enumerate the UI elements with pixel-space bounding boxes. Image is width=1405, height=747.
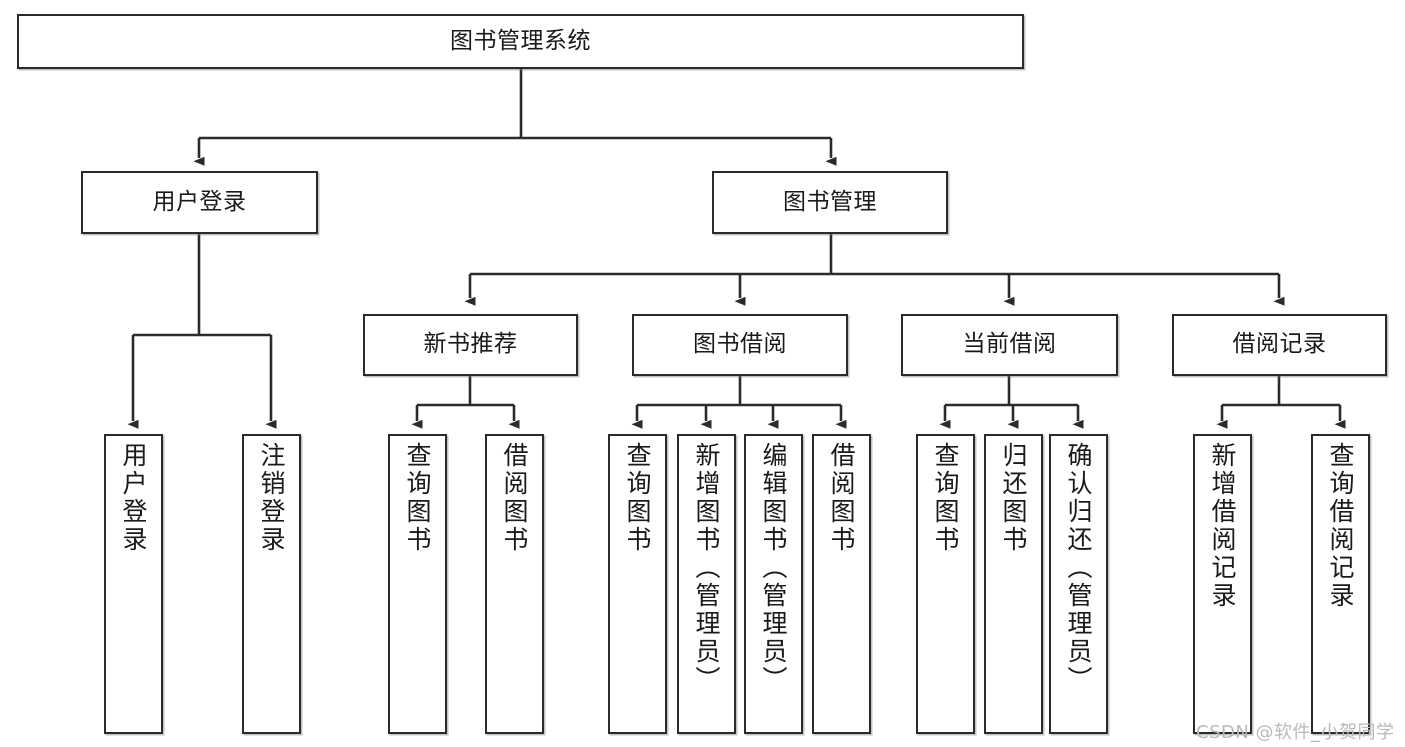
node-leaf-query-book-3[interactable]: 查询图书 [916, 434, 975, 734]
node-book-management[interactable]: 图书管理 [712, 171, 948, 234]
node-book-borrow[interactable]: 图书借阅 [632, 314, 848, 376]
node-leaf-query-record[interactable]: 查询借阅记录 [1311, 434, 1370, 734]
node-label: 编辑图书（管理员） [759, 442, 788, 694]
node-leaf-logout[interactable]: 注销登录 [242, 434, 301, 734]
node-label: 用户登录 [119, 442, 148, 554]
node-leaf-edit-book[interactable]: 编辑图书（管理员） [744, 434, 803, 734]
node-label: 借阅图书 [500, 442, 529, 554]
node-label: 查询图书 [623, 442, 652, 554]
node-borrow-record[interactable]: 借阅记录 [1172, 314, 1387, 376]
node-leaf-return-book[interactable]: 归还图书 [984, 434, 1043, 734]
node-label: 借阅图书 [827, 442, 856, 554]
node-label: 图书管理 [783, 188, 877, 215]
node-label: 归还图书 [999, 442, 1028, 554]
node-root-system[interactable]: 图书管理系统 [17, 14, 1024, 69]
node-leaf-add-record[interactable]: 新增借阅记录 [1193, 434, 1252, 734]
node-label: 确认归还（管理员） [1064, 442, 1093, 694]
node-user-login[interactable]: 用户登录 [81, 171, 318, 234]
node-current-borrow[interactable]: 当前借阅 [901, 314, 1118, 376]
node-label: 图书借阅 [693, 331, 787, 358]
node-label: 借阅记录 [1232, 331, 1327, 358]
node-leaf-add-book[interactable]: 新增图书（管理员） [677, 434, 736, 734]
node-leaf-borrow-book-2[interactable]: 借阅图书 [812, 434, 871, 734]
node-leaf-query-book-2[interactable]: 查询图书 [608, 434, 667, 734]
watermark-text: CSDN @软件_小贺同学 [1196, 722, 1395, 743]
node-label: 新增图书（管理员） [692, 442, 721, 694]
node-label: 查询图书 [931, 442, 960, 554]
node-leaf-borrow-book-1[interactable]: 借阅图书 [485, 434, 544, 734]
node-label: 查询图书 [403, 442, 432, 554]
node-leaf-confirm-return[interactable]: 确认归还（管理员） [1049, 434, 1108, 734]
node-label: 当前借阅 [962, 331, 1057, 358]
node-label: 图书管理系统 [450, 27, 591, 54]
node-label: 新书推荐 [423, 331, 518, 358]
node-leaf-query-book-1[interactable]: 查询图书 [388, 434, 447, 734]
node-label: 查询借阅记录 [1326, 442, 1355, 610]
node-new-book-recommend[interactable]: 新书推荐 [363, 314, 578, 376]
node-label: 注销登录 [257, 442, 286, 554]
node-label: 新增借阅记录 [1208, 442, 1237, 610]
node-label: 用户登录 [152, 188, 247, 215]
node-leaf-user-login[interactable]: 用户登录 [104, 434, 163, 734]
